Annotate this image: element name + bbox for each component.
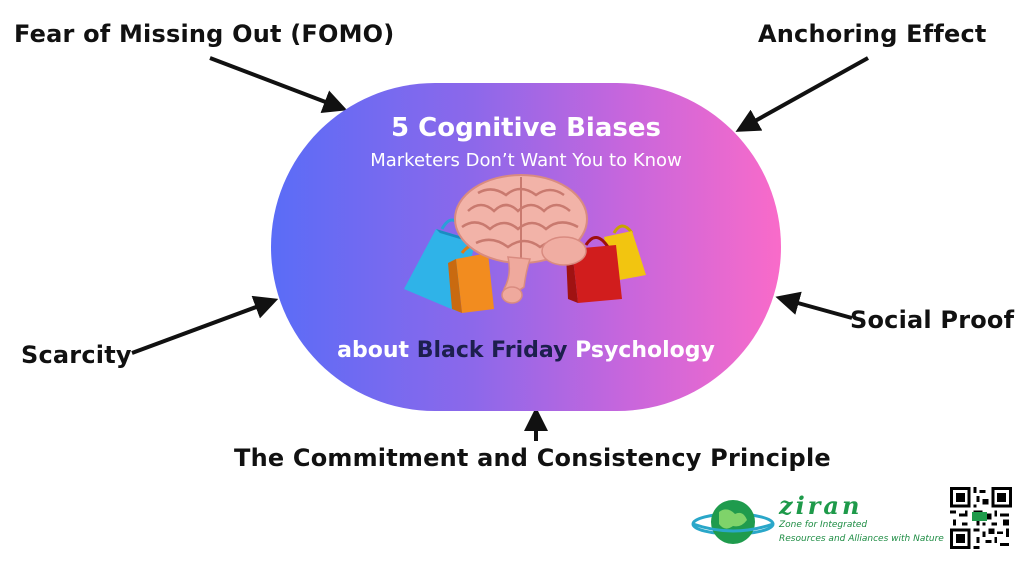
bottom-black-friday: Black Friday: [416, 338, 568, 363]
arrow-fomo: [209, 56, 348, 113]
logo-tagline-2: Resources and Alliances with Nature: [779, 534, 944, 544]
qr-code-icon: [950, 487, 1012, 549]
label-commitment-consistency: The Commitment and Consistency Principle: [234, 444, 831, 472]
globe-icon: [691, 500, 775, 544]
logo-tagline-1: Zone for Integrated: [779, 520, 868, 530]
label-fomo: Fear of Missing Out (FOMO): [14, 20, 395, 48]
bottom-about: about: [337, 338, 410, 363]
shopping-bag-icon: [404, 218, 494, 313]
ziran-logo: ziran Zone for Integrated Resources and …: [691, 491, 944, 552]
arrow-social-proof: [775, 291, 853, 320]
bottom-psychology: Psychology: [575, 338, 715, 363]
brain-shopping-illustration: [404, 174, 646, 313]
label-social-proof: Social Proof: [850, 306, 1015, 334]
center-bottom-line: about Black Friday Psychology: [271, 338, 781, 363]
brain-icon: [454, 174, 588, 304]
logo-name: ziran: [779, 491, 863, 520]
arrow-scarcity: [131, 295, 279, 355]
center-subtitle: Marketers Don’t Want You to Know: [370, 150, 682, 171]
label-anchoring-effect: Anchoring Effect: [758, 20, 987, 48]
central-pill: 5 Cognitive Biases Marketers Don’t Want …: [271, 83, 781, 411]
arrow-anchoring: [735, 56, 869, 132]
label-scarcity: Scarcity: [21, 341, 132, 369]
center-title: 5 Cognitive Biases: [391, 113, 661, 143]
